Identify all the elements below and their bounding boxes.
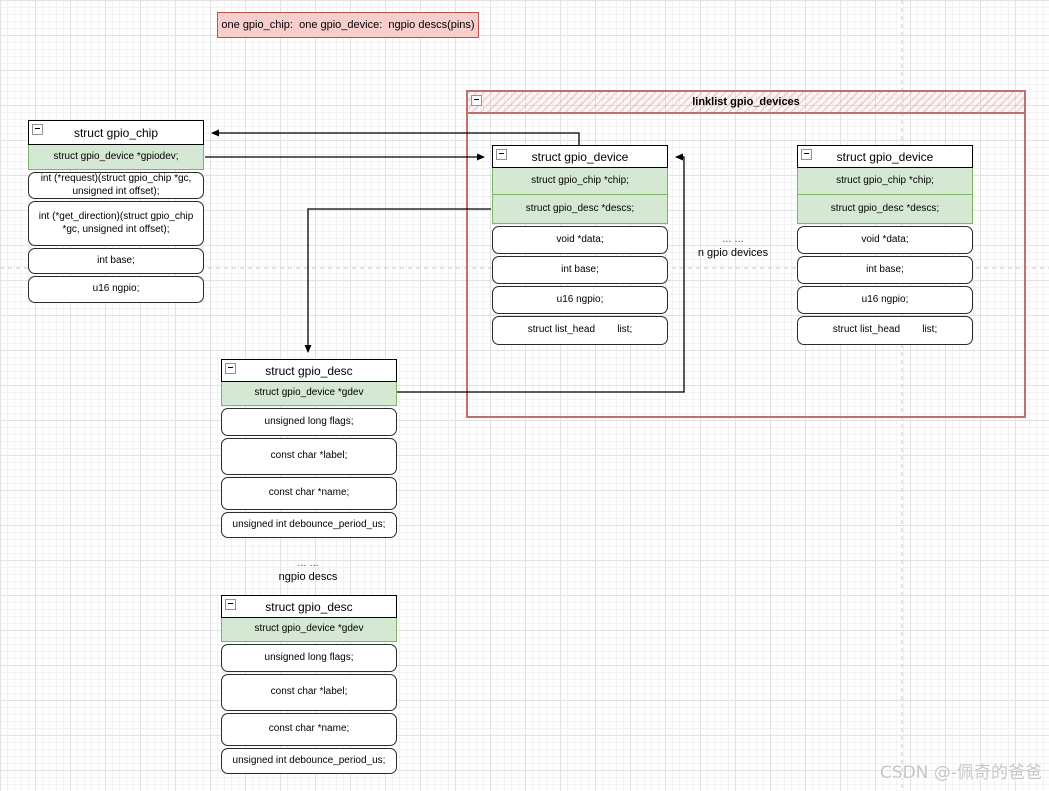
table-row[interactable]: unsigned long flags; — [221, 408, 397, 436]
table-row[interactable]: struct gpio_device *gdev — [221, 381, 397, 406]
table-row[interactable]: const char *label; — [221, 438, 397, 475]
table-row[interactable]: struct gpio_device *gdev — [221, 617, 397, 642]
table-row[interactable]: unsigned int debounce_period_us; — [221, 748, 397, 774]
table-row[interactable]: u16 ngpio; — [28, 276, 204, 303]
note-box[interactable]: one gpio_chip: one gpio_device: ngpio de… — [217, 12, 479, 38]
struct-table-gpio-device-2[interactable]: struct gpio_device struct gpio_chip *chi… — [797, 145, 973, 345]
table-row[interactable]: unsigned long flags; — [221, 644, 397, 672]
table-row[interactable]: struct gpio_desc *descs; — [492, 194, 668, 224]
watermark: CSDN @-佩奇的爸爸 — [879, 763, 1042, 783]
table-row[interactable]: int (*request)(struct gpio_chip *gc, uns… — [28, 172, 204, 199]
collapse-icon[interactable] — [32, 124, 43, 135]
table-row[interactable]: int base; — [28, 248, 204, 274]
table-header[interactable]: struct gpio_chip — [28, 120, 204, 145]
table-row[interactable]: struct gpio_device *gpiodev; — [28, 144, 204, 170]
struct-table-gpio-desc-1[interactable]: struct gpio_desc struct gpio_device *gde… — [221, 359, 397, 538]
table-row[interactable]: int base; — [797, 256, 973, 284]
table-row[interactable]: const char *name; — [221, 477, 397, 510]
ngpio-descs-label[interactable]: ... ... ngpio descs — [278, 557, 338, 583]
table-row[interactable]: struct list_head list; — [492, 316, 668, 345]
table-header[interactable]: struct gpio_device — [797, 145, 973, 168]
table-title: struct gpio_desc — [265, 363, 353, 378]
table-header[interactable]: struct gpio_device — [492, 145, 668, 168]
linklist-container-header[interactable]: linklist gpio_devices — [468, 92, 1024, 114]
collapse-icon[interactable] — [225, 599, 236, 610]
table-row[interactable]: int (*get_direction)(struct gpio_chip *g… — [28, 201, 204, 246]
linklist-container-title: linklist gpio_devices — [692, 96, 800, 108]
table-row[interactable]: const char *label; — [221, 674, 397, 711]
struct-table-gpio-device-1[interactable]: struct gpio_device struct gpio_chip *chi… — [492, 145, 668, 345]
table-row[interactable]: struct gpio_chip *chip; — [492, 167, 668, 195]
table-title: struct gpio_device — [836, 149, 934, 164]
table-header[interactable]: struct gpio_desc — [221, 359, 397, 382]
n-gpio-devices-label[interactable]: ... ... n gpio devices — [697, 233, 769, 259]
table-row[interactable]: const char *name; — [221, 713, 397, 746]
arrow-descs-to-desc[interactable] — [304, 208, 491, 353]
table-row[interactable]: unsigned int debounce_period_us; — [221, 512, 397, 538]
table-row[interactable]: u16 ngpio; — [492, 286, 668, 314]
struct-table-gpio-chip[interactable]: struct gpio_chip struct gpio_device *gpi… — [28, 120, 204, 303]
collapse-icon[interactable] — [801, 149, 812, 160]
table-row[interactable]: void *data; — [797, 226, 973, 254]
table-row[interactable]: struct gpio_chip *chip; — [797, 167, 973, 195]
collapse-icon[interactable] — [496, 149, 507, 160]
table-header[interactable]: struct gpio_desc — [221, 595, 397, 618]
table-row[interactable]: u16 ngpio; — [797, 286, 973, 314]
collapse-icon[interactable] — [225, 363, 236, 374]
table-title: struct gpio_desc — [265, 599, 353, 614]
table-title: struct gpio_chip — [73, 125, 159, 140]
collapse-icon[interactable] — [471, 95, 482, 106]
struct-table-gpio-desc-2[interactable]: struct gpio_desc struct gpio_device *gde… — [221, 595, 397, 774]
table-row[interactable]: struct gpio_desc *descs; — [797, 194, 973, 224]
table-row[interactable]: struct list_head list; — [797, 316, 973, 345]
table-title: struct gpio_device — [531, 149, 629, 164]
table-row[interactable]: void *data; — [492, 226, 668, 254]
table-row[interactable]: int base; — [492, 256, 668, 284]
